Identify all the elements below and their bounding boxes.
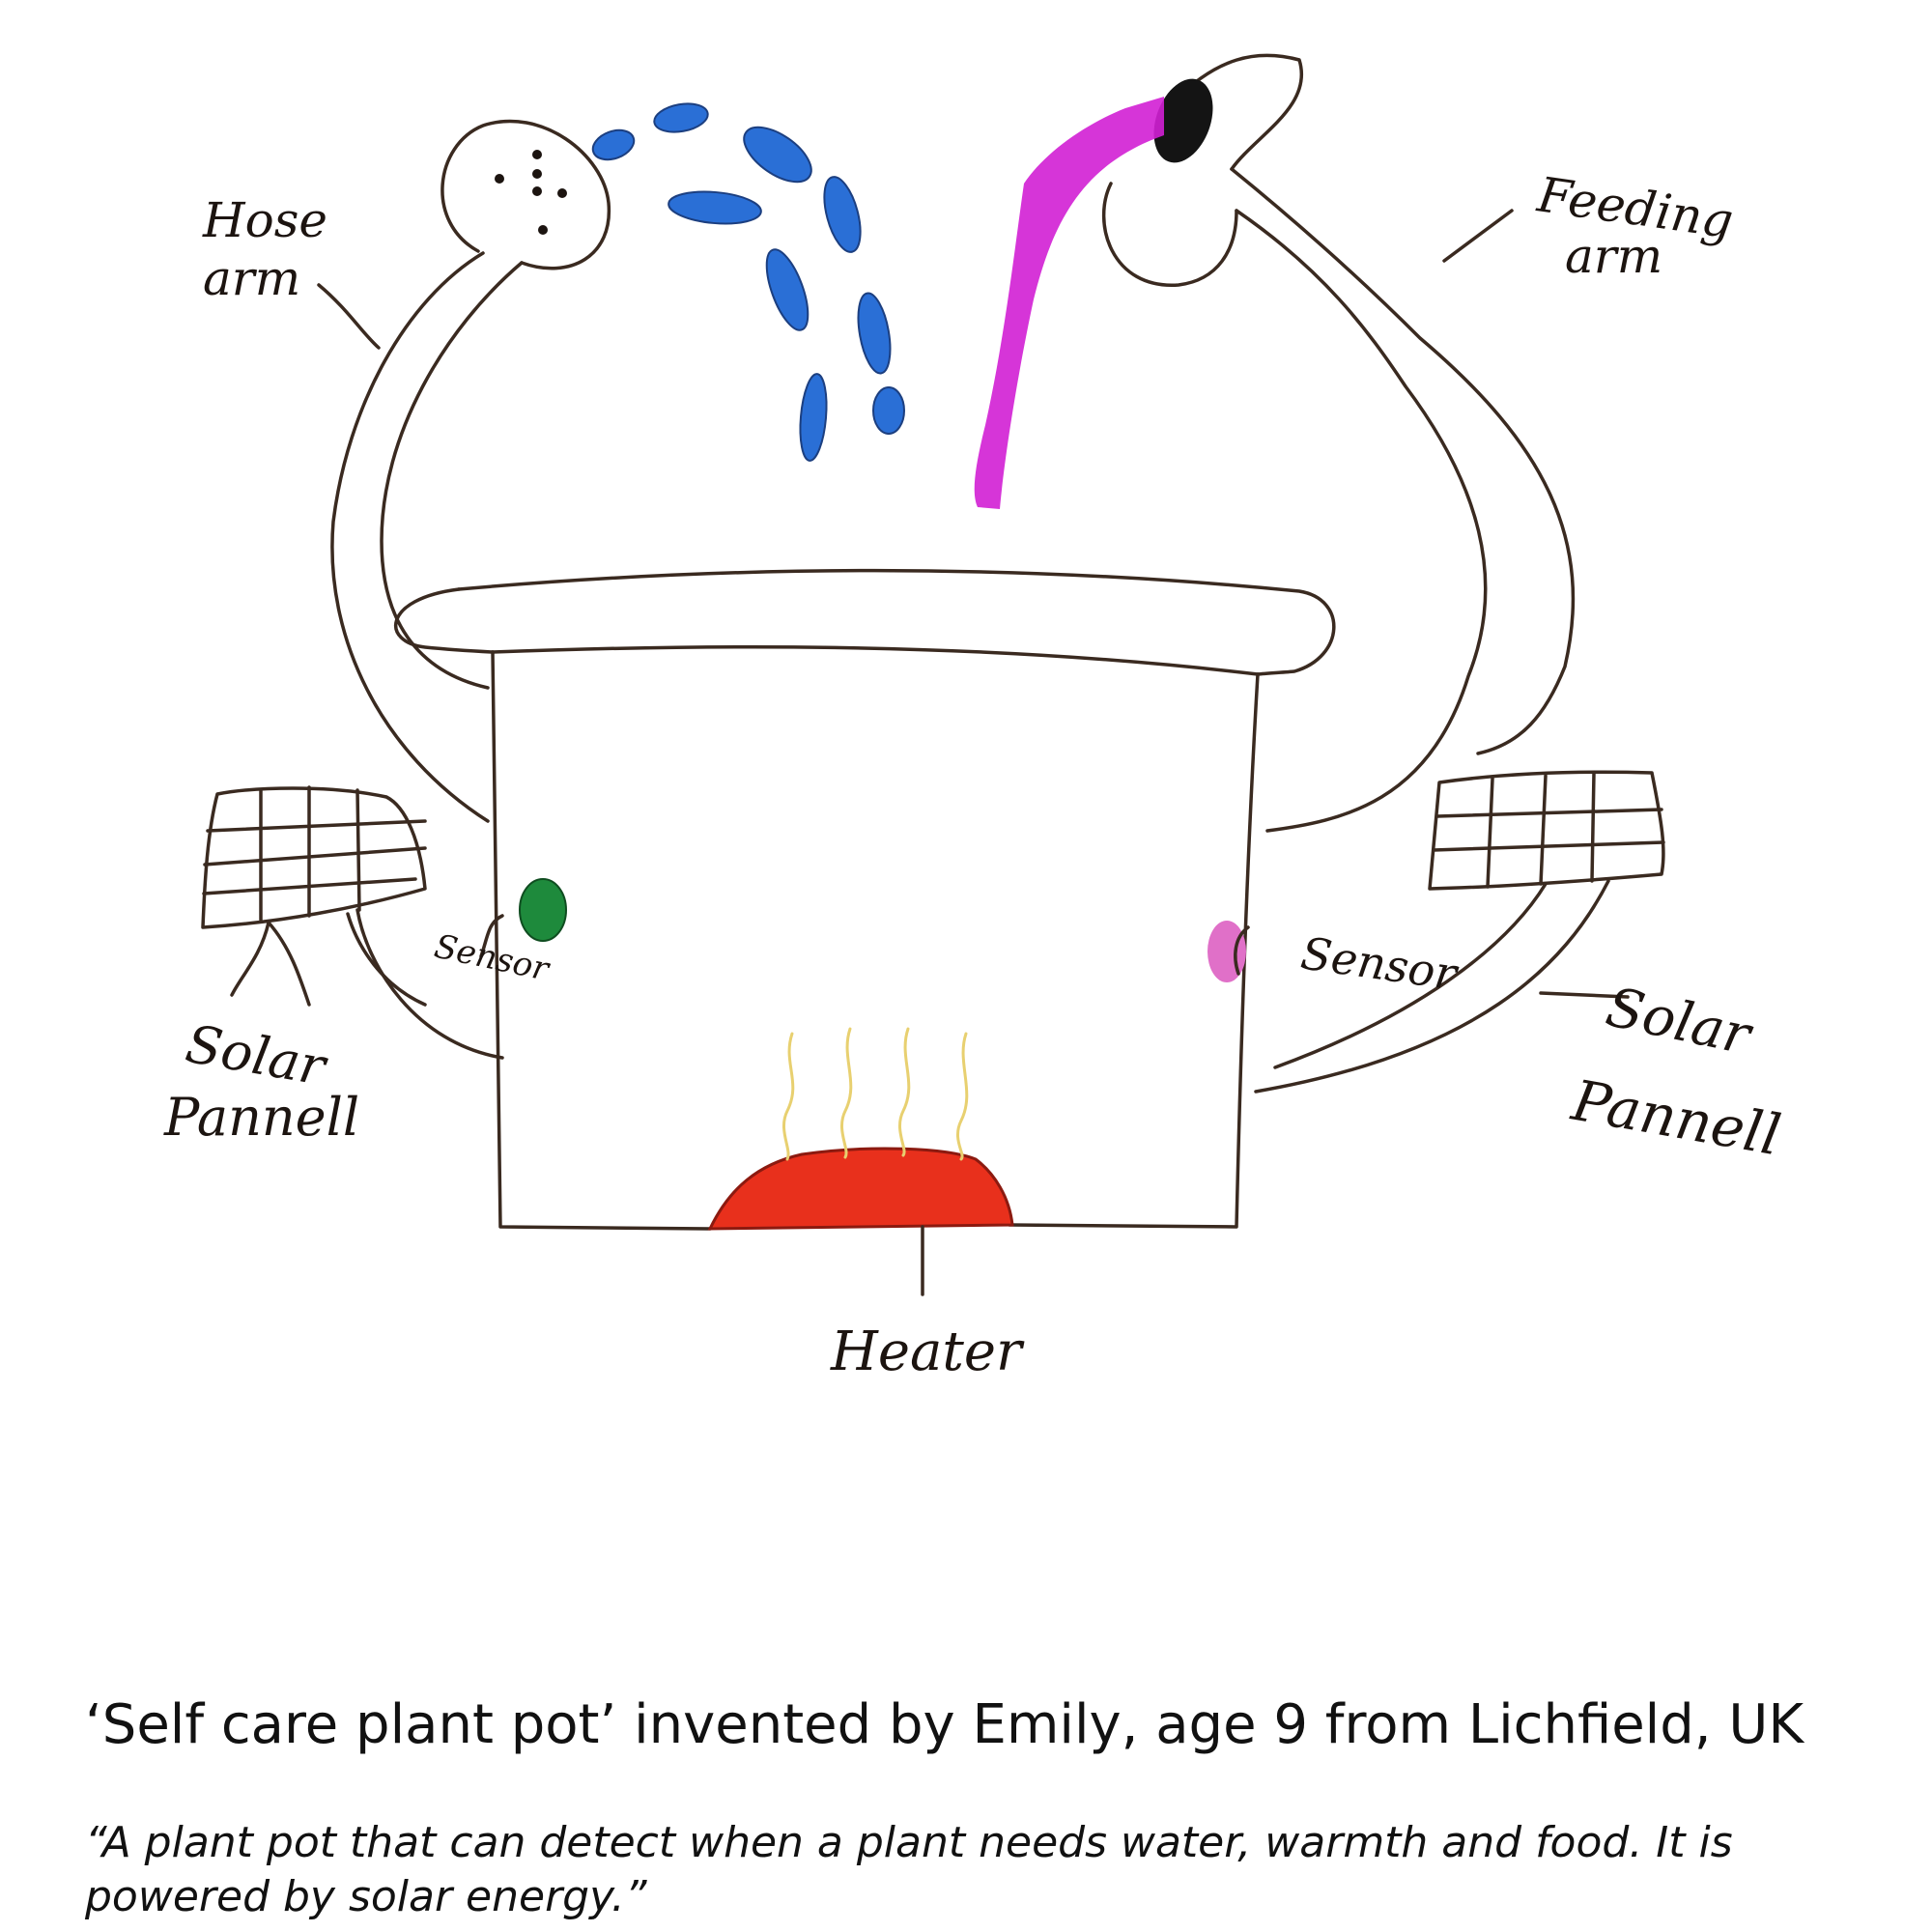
caption-title: ‘Self care plant pot’ invented by Emily,… (85, 1693, 1804, 1756)
sensor-left (479, 878, 567, 958)
hose-arm (330, 119, 611, 823)
label-solar-left-line2: Pannell (163, 1087, 359, 1148)
heater (707, 1147, 1014, 1296)
label-heater: Heater (830, 1321, 1025, 1383)
label-feeding-arm-line2: arm (1565, 228, 1662, 284)
feeding-arm (1102, 53, 1576, 833)
label-sensor-right: Sensor (1297, 926, 1463, 1000)
solar-panel-right (1254, 770, 1665, 1094)
steam-lines (781, 1027, 969, 1161)
label-hose-arm-line1: Hose (202, 192, 327, 248)
label-hose-arm-line2: arm (203, 250, 300, 306)
caption-quote: “A plant pot that can detect when a plan… (85, 1818, 1733, 1922)
sensor-right (1208, 921, 1250, 982)
food-stream (974, 97, 1164, 509)
solar-panel-left (201, 785, 504, 1060)
water-droplets (591, 102, 905, 462)
pot-body (491, 644, 1260, 1231)
pot-rim (393, 568, 1336, 676)
label-pointers (317, 209, 1630, 999)
plant-pot-drawing: Hose arm Feeding arm Sensor Sensor Solar… (163, 53, 1786, 1383)
label-solar-right-line1: Solar (1601, 976, 1759, 1067)
label-solar-right-line2: Pannell (1567, 1067, 1786, 1169)
label-solar-left-line1: Solar (182, 1013, 333, 1098)
